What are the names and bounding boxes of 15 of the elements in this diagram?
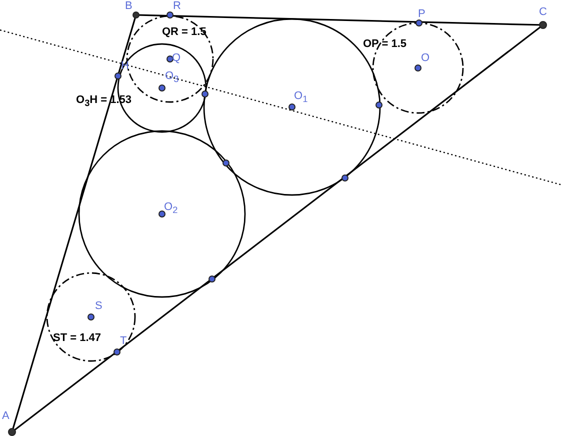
point-label: Q (172, 52, 181, 64)
point-label: O$_{1}$ (294, 90, 308, 106)
measurement-label: QR = 1.5 (162, 26, 206, 38)
point-label: R (173, 0, 181, 12)
point-label: B (125, 0, 132, 12)
measurement-label: ST = 1.47 (53, 332, 102, 344)
point-label: O (421, 52, 430, 64)
point-label: P (418, 8, 426, 20)
point-label: C (539, 6, 547, 18)
point-label: O$_{3}$ (165, 70, 179, 86)
point-label: A (2, 410, 10, 422)
point-label: T (120, 335, 127, 347)
point-label: S (95, 300, 102, 312)
point-label: O$_{2}$ (164, 201, 178, 216)
measurement-label: OP = 1.5 (363, 38, 407, 50)
